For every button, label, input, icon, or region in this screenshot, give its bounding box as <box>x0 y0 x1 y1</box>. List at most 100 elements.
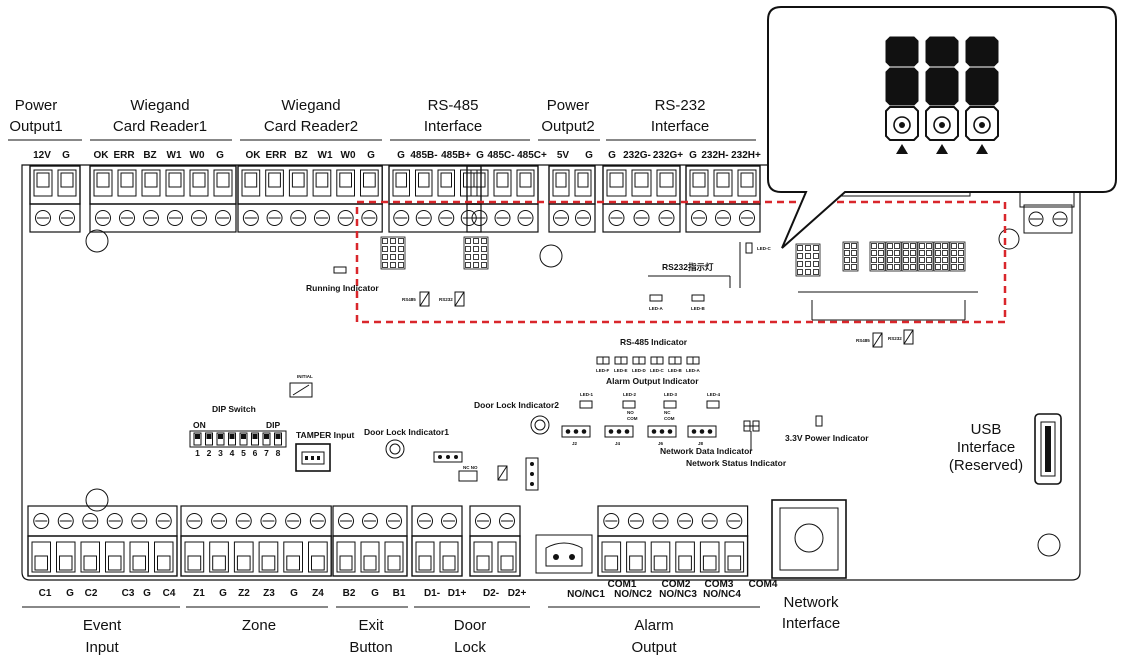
terminal-housing <box>411 535 463 577</box>
pin-header-pin <box>481 246 487 252</box>
terminal-screw <box>471 210 488 226</box>
terminal-screw <box>494 210 511 226</box>
dip-toggle <box>251 432 259 446</box>
pin-header-pin <box>935 243 941 249</box>
terminal-slot <box>308 541 328 573</box>
terminal-slot <box>574 169 592 197</box>
jumper-pin <box>616 429 622 434</box>
alarm-led <box>706 400 720 409</box>
pin-header-pin <box>935 264 941 270</box>
terminal-block <box>466 165 539 233</box>
terminal-screw <box>106 513 123 529</box>
pin-label: Z3 <box>263 588 275 599</box>
led-label: LED-E <box>614 368 628 373</box>
network-data-indicator: Network Data Indicator Network Status In… <box>660 420 787 468</box>
terminal-slot <box>516 169 535 197</box>
led-label: LED-C <box>650 368 664 373</box>
terminal-slot-inner <box>315 172 329 188</box>
terminal-slot-inner <box>120 172 134 188</box>
terminal-slot <box>360 169 379 197</box>
label-network-interface-line2: Interface <box>782 615 840 632</box>
usb-label-line2: Interface <box>957 439 1015 456</box>
pin-header-pin <box>910 264 916 270</box>
terminal-screw <box>499 513 515 529</box>
led-label: LED-F <box>596 368 609 373</box>
terminal-slot <box>689 169 709 197</box>
rs485-rs232-right-switch: RS485 RS232 <box>856 329 914 348</box>
pin-label: G <box>216 150 224 161</box>
terminal-slot <box>80 541 100 573</box>
terminal-slot-inner <box>132 555 146 571</box>
pin-header-outline <box>901 241 918 272</box>
dip-toggle-knob <box>264 434 269 439</box>
pin-header-pin <box>473 262 479 268</box>
terminal-screw <box>95 210 111 226</box>
dip-number: 3 <box>218 448 223 458</box>
pin-header-pin <box>935 250 941 256</box>
terminal-block <box>411 505 463 577</box>
pin-header-pin <box>926 250 932 256</box>
label-event-input-line2: Input <box>85 639 119 656</box>
terminal-block <box>180 505 332 577</box>
terminal-slot <box>415 169 433 197</box>
switch-ring <box>893 116 911 134</box>
pin-label: B1 <box>393 588 406 599</box>
rs485-indicator-label: RS-485 Indicator <box>620 337 688 347</box>
terminal-screw <box>155 513 172 529</box>
pin-header-pin <box>398 246 404 252</box>
terminal-screw-row <box>89 203 237 233</box>
pin-header-pin <box>390 254 396 260</box>
pin-header-pin <box>390 262 396 268</box>
callout-switch <box>885 36 919 154</box>
terminal-slot <box>497 541 517 573</box>
terminal-screw <box>362 513 378 529</box>
pin-header-pin <box>851 250 857 256</box>
pin-header-pin <box>910 250 916 256</box>
terminal-slot <box>141 169 161 197</box>
led-a-rs232: LED-A <box>649 294 663 311</box>
jumper-pin <box>565 429 571 434</box>
terminal-slot <box>258 541 279 573</box>
tamper-input-label: TAMPER Input <box>296 430 355 440</box>
terminal-screw <box>608 210 625 226</box>
pin-header <box>795 243 821 277</box>
label-wiegand1-line1: Wiegand <box>130 97 189 114</box>
dip-toggle <box>262 432 271 446</box>
pin-header-pin <box>465 238 471 244</box>
terminal-screw <box>82 513 99 529</box>
jumper-pin <box>581 429 587 434</box>
label-rs485-line1: RS-485 <box>428 97 479 114</box>
terminal-slot-inner <box>440 172 452 188</box>
pin-header-pin <box>844 257 850 263</box>
terminal-screw <box>739 210 755 226</box>
terminal-slot-inner <box>387 555 401 571</box>
pin-header-pin <box>805 253 811 259</box>
terminal-screw <box>603 513 620 529</box>
pin-label: W0 <box>190 150 205 161</box>
initial-label: INITIAL <box>297 374 313 379</box>
terminal-screw <box>290 210 307 226</box>
jumper <box>604 425 634 438</box>
pin-header-pin <box>797 269 803 275</box>
terminal-slot <box>724 541 745 573</box>
terminal-slot-inner <box>555 172 567 188</box>
pin-label: G <box>371 588 379 599</box>
pin-label: 232G+ <box>653 150 683 161</box>
pin-label: 485B- <box>410 150 437 161</box>
pin-label: G <box>219 588 227 599</box>
pin-header-outline <box>885 241 902 272</box>
label-wiegand1-line2: Card Reader1 <box>113 118 207 135</box>
dip-toggle-knob <box>206 434 212 439</box>
top-terminal-blocks <box>29 165 761 233</box>
highlight-region <box>355 200 1007 324</box>
pin-header-pin <box>805 269 811 275</box>
pin-label: C4 <box>163 588 176 599</box>
label-wiegand2-line2: Card Reader2 <box>264 118 358 135</box>
terminal-housing <box>469 535 521 577</box>
bottom-terminal-blocks <box>27 505 749 577</box>
terminal-screw <box>441 513 457 529</box>
pin-header-pin <box>894 257 900 263</box>
terminal-slot <box>336 169 355 197</box>
terminal-screw <box>191 210 207 226</box>
